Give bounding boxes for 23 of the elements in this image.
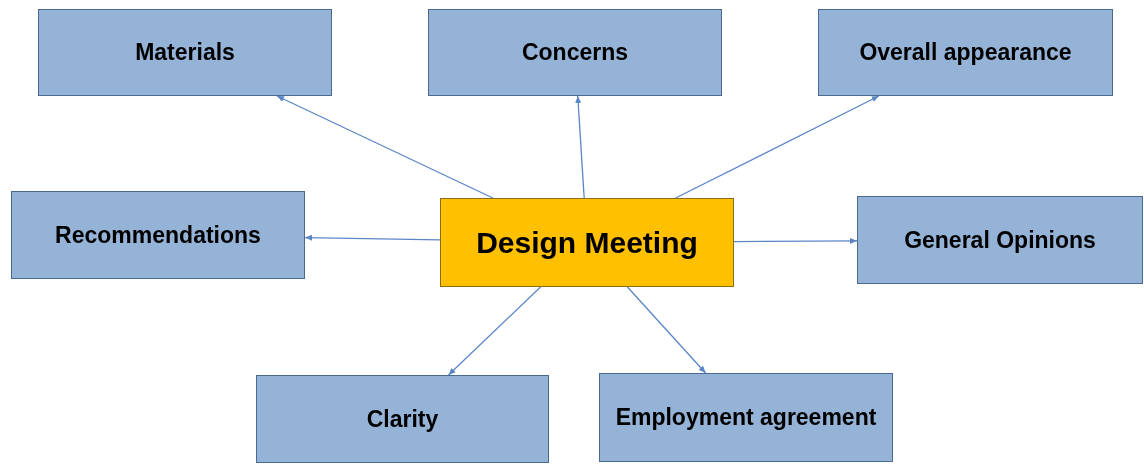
arrow: [733, 237, 858, 244]
topic-label: Design Meeting: [476, 224, 698, 261]
topic-label: Clarity: [366, 404, 439, 434]
topic-box: [256, 375, 549, 463]
topic-label: Employment agreement: [615, 403, 877, 432]
central-topic-box: [440, 198, 734, 287]
arrow: [575, 95, 585, 199]
topic-label: Overall appearance: [859, 38, 1072, 67]
topic-label: General Opinions: [904, 225, 1096, 255]
topic-label: Concerns: [521, 38, 629, 67]
arrow: [276, 95, 494, 199]
arrow: [304, 234, 441, 241]
topic-box: [428, 9, 722, 96]
arrow: [675, 95, 880, 199]
topic-label: Materials: [135, 38, 235, 67]
arrow: [447, 286, 542, 376]
topic-box: [818, 9, 1113, 96]
topic-box: [857, 196, 1143, 284]
topic-box: [599, 373, 893, 462]
arrow: [626, 286, 707, 374]
topic-box: [11, 191, 305, 279]
topic-label: Recommendations: [55, 220, 261, 250]
topic-box: [38, 9, 332, 96]
